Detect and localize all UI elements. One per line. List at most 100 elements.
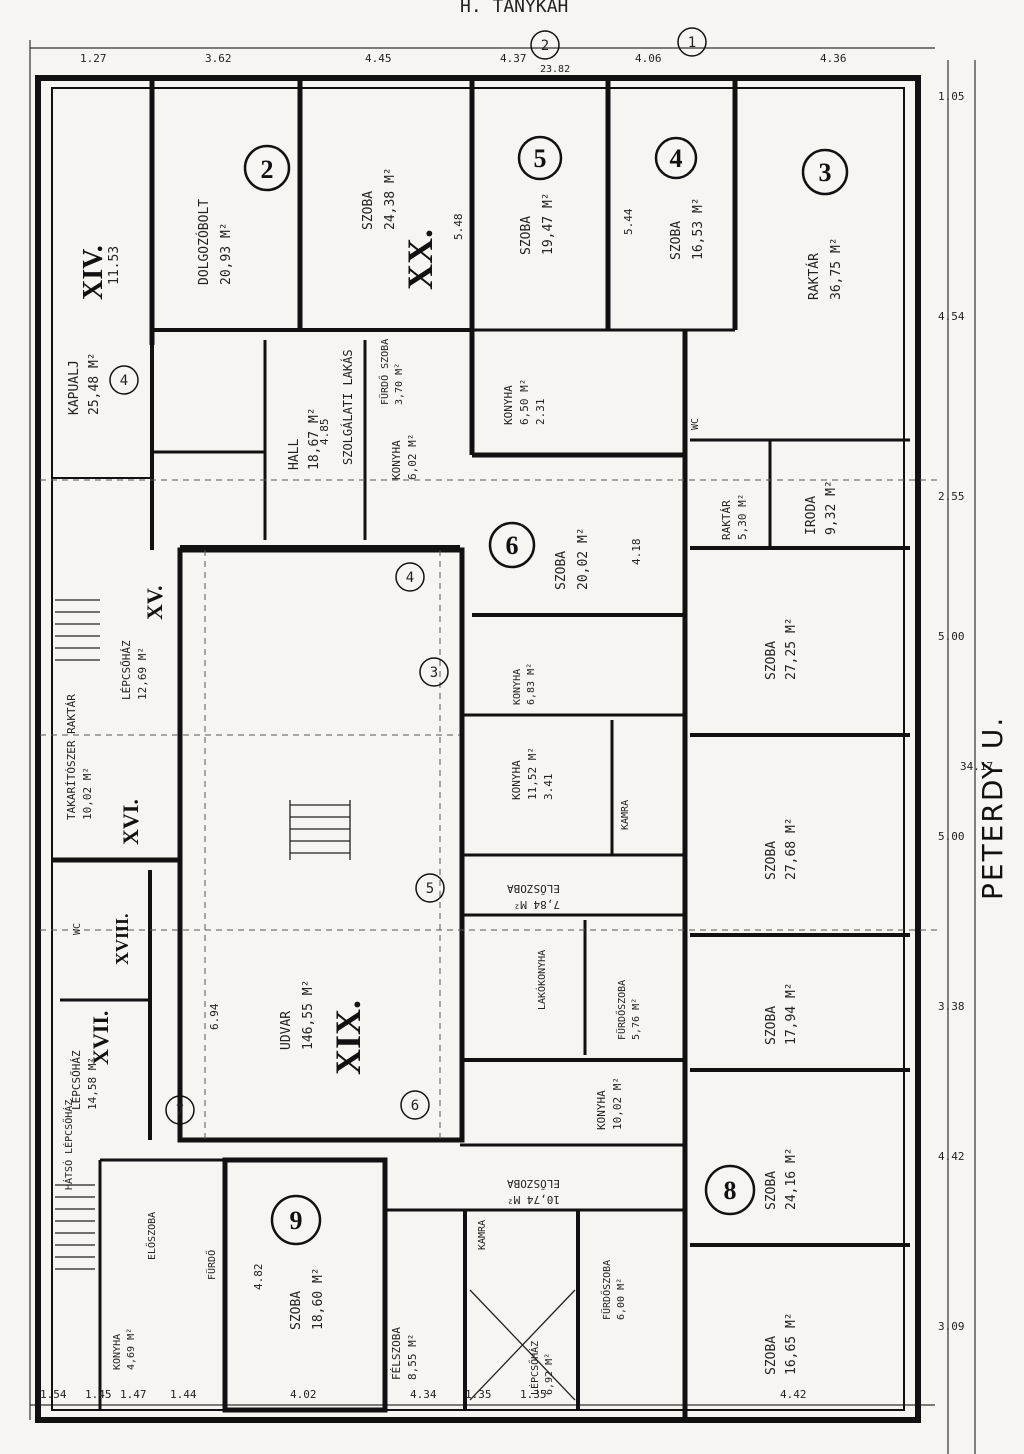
room-udvar: UDVAR 146,55 M² (279, 980, 316, 1050)
roman-xviii: XVIII. (112, 913, 132, 965)
axis-4: 4 (406, 570, 414, 586)
dim-right-1: 1.05 (938, 90, 965, 103)
dim-right-8: 3.09 (938, 1320, 965, 1333)
label-lakokonyha: LAKÓKONYHA (535, 950, 548, 1010)
room-konyha-e: KONYHA 10,02 M² (595, 1077, 624, 1130)
label-kamra: KAMRA (620, 800, 631, 830)
room-area: 24,16 M² (784, 1147, 799, 1210)
room-felszoba: FÉLSZOBA 8,55 M² (390, 1327, 419, 1380)
room-konyha-c: KONYHA 6,83 M² (512, 663, 537, 705)
dim-top-5: 4.06 (635, 52, 662, 65)
room-labels: DOLGOZÓBOLT 20,93 M² SZOBA 24,38 M² 5.48… (61, 167, 844, 1395)
room-name: SZOBA (289, 1291, 304, 1330)
dim-top-1: 1.27 (80, 52, 107, 65)
room-area: 27,68 M² (784, 817, 799, 880)
dim-bottom-4: 1.44 (170, 1388, 197, 1401)
room-area: 6,50 M² (518, 379, 531, 425)
room-number-4: 4 (670, 144, 683, 173)
dim-szoba-4: 5.44 (622, 208, 635, 235)
room-name: RAKTÁR (720, 500, 733, 540)
dim-right-total: 34.17 (960, 760, 993, 773)
axis-1: 1 (688, 35, 696, 51)
dim-bottom-8: 1.35 (520, 1388, 547, 1401)
room-name: KONYHA (510, 760, 523, 800)
dim-right-2: 4.54 (938, 310, 965, 323)
dim-right-5: 5.00 (938, 830, 965, 843)
dim-top-4: 4.37 (500, 52, 527, 65)
room-area: 36,75 M² (829, 237, 844, 300)
axis-5: 5 (426, 881, 434, 897)
dim-right-6: 3.38 (938, 1000, 965, 1013)
room-name: LÉPCSŐHÁZ (527, 1341, 541, 1395)
room-takarito: TAKARÍTÓSZER RAKTÁR 10,02 M² (65, 694, 94, 820)
dim-udvar: 6.94 (208, 1003, 221, 1030)
dim-top-6: 4.36 (820, 52, 847, 65)
room-hall: HALL 18,67 M² (287, 407, 322, 470)
room-eloszoba: ELŐSZOBA 7,84 M² (507, 882, 560, 911)
room-area: 10,74 M² (507, 1193, 560, 1206)
dimension-lines (29, 40, 976, 1454)
dim-right-7: 4.42 (938, 1150, 965, 1163)
room-szoba-d: SZOBA 24,16 M² (764, 1147, 799, 1210)
room-name: UDVAR (279, 1011, 294, 1050)
room-konyha-b: KONYHA 6,50 M² 2.31 (502, 379, 547, 425)
label-furdo-low: FÜRDŐ (204, 1250, 218, 1280)
room-konyha-f: KONYHA 4,69 M² (112, 1328, 137, 1370)
room-name: FÉLSZOBA (390, 1327, 403, 1380)
room-area: 27,25 M² (784, 617, 799, 680)
room-raktar-3: RAKTÁR 36,75 M² (806, 237, 844, 300)
room-numbers: 2 5 4 3 6 8 9 (261, 144, 832, 1235)
room-name: KONYHA (390, 440, 403, 480)
room-raktar-small: RAKTÁR 5,30 M² (720, 494, 749, 540)
axis-6: 6 (411, 1098, 419, 1114)
room-number-2: 2 (261, 155, 274, 184)
label-hatso-lepcsohaz: HÁTSÓ LÉPCSŐHÁZ (61, 1100, 75, 1190)
room-name: LÉPCSŐHÁZ (69, 1050, 83, 1110)
label-eloszoba-3: ELŐSZOBA (144, 1212, 158, 1260)
room-szoba-c: SZOBA 17,94 M² (764, 982, 799, 1045)
room-name: FÜRDŐ SZOBA (377, 339, 391, 405)
room-szoba-9: SZOBA 18,60 M² (289, 1267, 326, 1330)
room-area: 19,47 M² (541, 192, 556, 255)
dim-hall: 4.85 (318, 419, 331, 446)
room-area: 20,93 M² (219, 222, 234, 285)
room-name: ELŐSZOBA (507, 1177, 560, 1191)
room-lepcsohaz-xv: LÉPCSŐHÁZ 12,69 M² (119, 640, 149, 700)
room-area: 17,94 M² (784, 982, 799, 1045)
grid-axes (40, 479, 940, 1140)
room-area: 6,00 M² (616, 1278, 627, 1320)
roman-xvi: XVI. (118, 799, 143, 845)
room-name: LÉPCSŐHÁZ (119, 640, 133, 700)
dim-right-3: 2.55 (938, 490, 965, 503)
room-konyha-a: KONYHA 6,02 M² (390, 434, 419, 480)
room-area: 146,55 M² (301, 980, 316, 1050)
label-szolgalati-lakas: SZOLGÁLATI LAKÁS (340, 349, 355, 465)
dim-bottom-1: 1.54 (40, 1388, 67, 1401)
label-wc-2: WC (690, 418, 701, 430)
room-number-9: 9 (290, 1206, 303, 1235)
roman-numerals: XIV. XV. XVI. XVII. XVIII. XIX. XX. (78, 229, 440, 1075)
room-area: 5,76 M² (631, 998, 642, 1040)
dim-top-total: 23.82 (540, 64, 570, 75)
room-konyha-d: KONYHA 11,52 M² 3.41 (510, 747, 555, 800)
room-name: IRODA (804, 496, 819, 535)
room-area: 10,02 M² (81, 767, 94, 820)
top-heading: H. TANYKÁH (460, 0, 568, 17)
room-area: 18,67 M² (307, 407, 322, 470)
room-szoba-xx: SZOBA 24,38 M² (361, 167, 398, 230)
label-wc: WC (72, 923, 83, 935)
room-lepcsohaz-bot: LÉPCSŐHÁZ 6,92 M² (527, 1341, 555, 1395)
room-area: 9,32 M² (824, 480, 839, 535)
room-area: 6,02 M² (406, 434, 419, 480)
street-name: PETERDY U. (976, 716, 1009, 900)
room-area: 3,70 M² (394, 363, 405, 405)
dim-bottom-9: 4.42 (780, 1388, 807, 1401)
room-number-6: 6 (506, 531, 519, 560)
room-name: SZOBA (764, 841, 779, 880)
dim-bottom-3: 1.47 (120, 1388, 147, 1401)
room-name: SZOBA (764, 641, 779, 680)
room-dolgozo: DOLGOZÓBOLT 20,93 M² (196, 199, 234, 285)
room-name: SZOBA (764, 1336, 779, 1375)
room-name: SZOBA (764, 1006, 779, 1045)
